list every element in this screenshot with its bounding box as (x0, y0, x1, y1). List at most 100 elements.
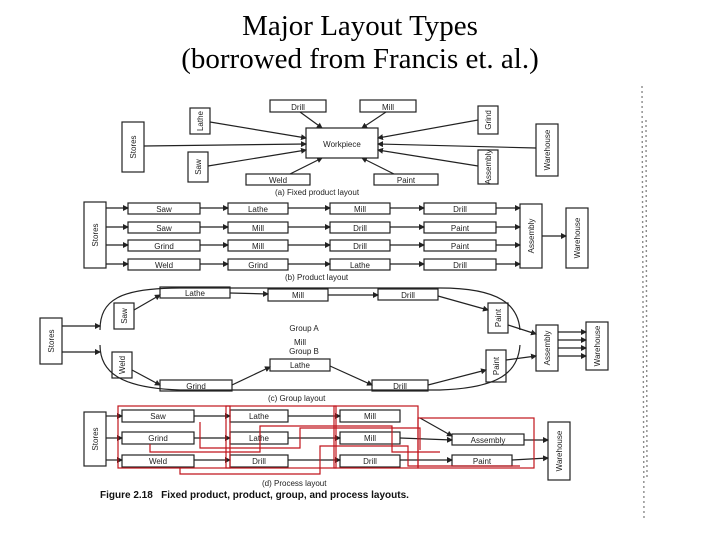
group-assembly-label: Assembly (543, 331, 552, 366)
group-b-boundary (99, 344, 521, 391)
product-layout (83, 201, 589, 271)
fixed-mill-label: Mill (382, 103, 394, 112)
group-lathe-b-label: Lathe (290, 361, 311, 370)
product-r3-c4: Paint (451, 242, 470, 251)
process-caption: (d) Process layout (262, 479, 327, 488)
product-r4-c2: Grind (248, 261, 268, 270)
group-weld-box (111, 351, 133, 379)
group-saw-box (113, 302, 135, 330)
process-paint-label: Paint (473, 457, 492, 466)
process-station-labels: Saw Lathe Mill Grind Lathe Mill Weld Dri… (148, 412, 377, 466)
group-a-label: Group A (289, 324, 319, 333)
process-highlight-boxes (117, 405, 535, 475)
product-r3-c1: Grind (154, 242, 174, 251)
group-paint-b-box (485, 349, 507, 383)
fixed-drill-box (269, 99, 327, 113)
process-r1-c1: Saw (150, 412, 166, 421)
fixed-assembly-box (477, 149, 499, 185)
product-assembly-label: Assembly (527, 219, 536, 254)
group-lathe-b-box (269, 358, 331, 372)
group-layout (39, 286, 609, 392)
group-warehouse-label: Warehouse (593, 325, 602, 366)
fixed-weld-box (245, 173, 311, 186)
group-drill-b-label: Drill (393, 382, 407, 391)
group-lathe-box (159, 286, 231, 299)
product-r1-c1: Saw (156, 205, 172, 214)
product-r1-c4: Drill (453, 205, 467, 214)
process-r2-c2: Lathe (249, 434, 270, 443)
fixed-saw-box (187, 151, 209, 183)
fixed-mill-box (359, 99, 417, 113)
fixed-saw-label: Saw (194, 159, 203, 175)
process-r1-c3: Mill (364, 412, 376, 421)
fixed-drill-label: Drill (291, 103, 305, 112)
fixed-stores-box (121, 121, 145, 173)
group-paint-b-label: Paint (492, 356, 501, 375)
group-grind-label: Grind (186, 382, 206, 391)
fixed-weld-label: Weld (269, 176, 287, 185)
process-warehouse-box (547, 421, 571, 481)
process-assembly-label: Assembly (471, 436, 506, 445)
process-r2-c1: Grind (148, 434, 168, 443)
product-r1-c3: Mill (354, 205, 366, 214)
product-stores-label: Stores (91, 223, 100, 246)
group-drill-a-label: Drill (401, 291, 415, 300)
fixed-lathe-label: Lathe (196, 110, 205, 131)
group-mill-b-label: Mill (294, 338, 306, 347)
group-grind-box (159, 379, 233, 392)
product-r4-c1: Weld (155, 261, 173, 270)
product-station-boxes (127, 202, 497, 271)
group-lathe-label: Lathe (185, 289, 206, 298)
group-stores-label: Stores (47, 329, 56, 352)
slide-title-line-2: (borrowed from Francis et. al.) (181, 43, 539, 75)
fixed-warehouse-box (535, 123, 559, 177)
group-arrows (62, 290, 587, 386)
process-stores-box (83, 411, 107, 467)
fixed-paint-box (373, 173, 439, 186)
group-weld-label: Weld (118, 356, 127, 374)
workpiece-label: Workpiece (323, 140, 361, 149)
process-highlight-flow-2 (149, 425, 440, 453)
process-highlight-dept-2 (225, 405, 337, 469)
process-warehouse-label: Warehouse (555, 430, 564, 471)
product-r3-c2: Mill (252, 242, 264, 251)
group-b-label: Group B (289, 347, 319, 356)
product-r2-c1: Saw (156, 224, 172, 233)
process-highlight-dept-4 (417, 417, 535, 469)
product-r2-c4: Paint (451, 224, 470, 233)
process-highlight-flow-1 (199, 422, 421, 450)
slide-title-line-1: Major Layout Types (242, 10, 478, 42)
fixed-caption: (a) Fixed product layout (275, 188, 360, 197)
group-paint-a-box (487, 302, 509, 334)
process-highlight-flow-3 (179, 445, 520, 475)
process-r3-c2: Drill (252, 457, 266, 466)
product-r2-c3: Drill (353, 224, 367, 233)
product-r4-c3: Lathe (350, 261, 371, 270)
fixed-assembly-label: Assembly (484, 150, 493, 185)
figure-caption: Figure 2.18 Fixed product, product, grou… (100, 490, 409, 501)
fixed-grind-label: Grind (484, 110, 493, 130)
fixed-arrows (143, 111, 537, 175)
group-a-boundary (99, 287, 521, 331)
process-stores-label: Stores (91, 427, 100, 450)
fixed-lathe-box (189, 107, 211, 135)
process-r2-c3: Mill (364, 434, 376, 443)
group-saw-label: Saw (120, 308, 129, 324)
fixed-product-layout (121, 99, 559, 186)
product-caption: (b) Product layout (285, 273, 349, 282)
group-caption: (c) Group layout (268, 394, 326, 403)
group-stores-box (39, 317, 63, 365)
product-station-labels: Saw Lathe Mill Drill Saw Mill Drill Pain… (154, 205, 470, 270)
product-r3-c3: Drill (353, 242, 367, 251)
process-arrows (106, 413, 549, 463)
fixed-paint-label: Paint (397, 176, 416, 185)
process-r3-c1: Weld (149, 457, 167, 466)
group-paint-a-label: Paint (494, 308, 503, 327)
group-mill-a-label: Mill (292, 291, 304, 300)
fixed-warehouse-label: Warehouse (543, 129, 552, 170)
product-r4-c4: Drill (453, 261, 467, 270)
scan-edge (641, 85, 648, 521)
process-r3-c3: Drill (363, 457, 377, 466)
fixed-stores-label: Stores (129, 135, 138, 158)
